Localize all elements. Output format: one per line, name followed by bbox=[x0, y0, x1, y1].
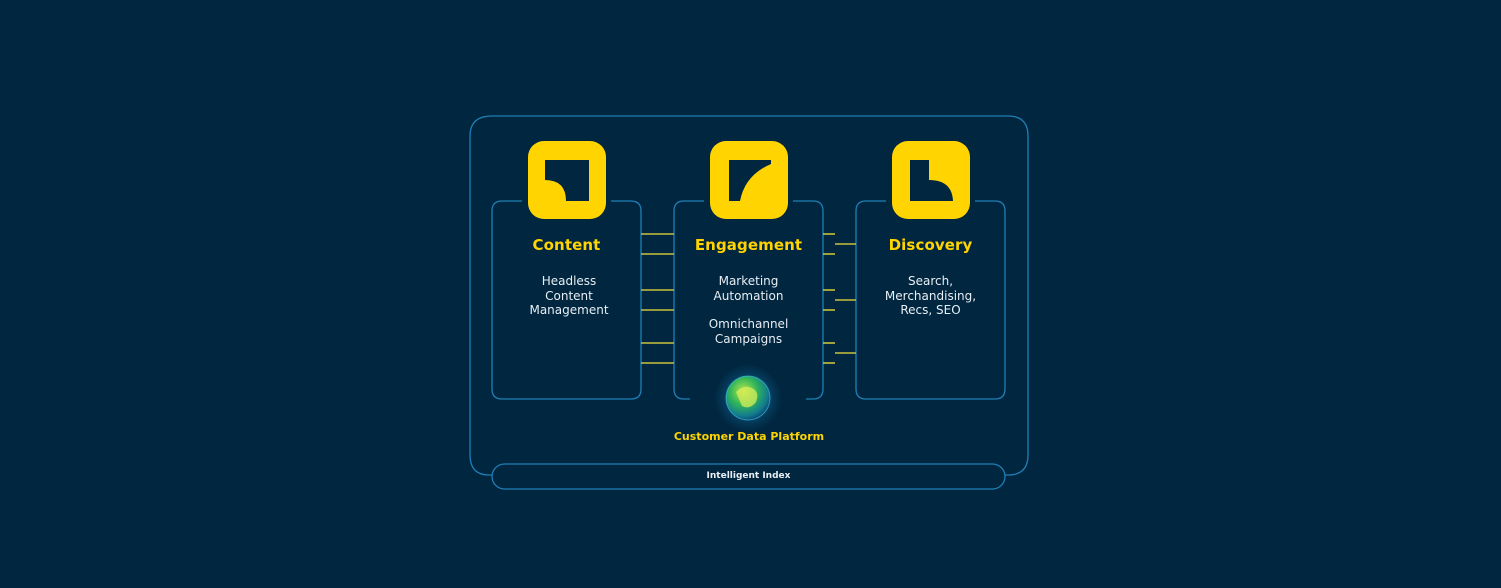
content-description-line: Management bbox=[529, 303, 609, 317]
discovery-description-line: Merchandising, bbox=[884, 288, 977, 303]
engagement-description-line: Omnichannel bbox=[708, 317, 789, 331]
engagement-description-line: Campaigns bbox=[714, 331, 783, 346]
content-description-line: Headless bbox=[541, 274, 597, 288]
content-logo-icon bbox=[528, 141, 606, 219]
engagement-description-2: Omnichannel Campaigns bbox=[674, 317, 823, 346]
engagement-title: Engagement bbox=[694, 236, 803, 254]
engagement-description-line: Marketing bbox=[718, 274, 779, 288]
intelligent-index-label: Intelligent Index bbox=[706, 471, 791, 481]
discovery-logo-icon bbox=[892, 141, 970, 219]
engagement-description: Marketing Automation bbox=[674, 274, 823, 303]
content-description-line: Content bbox=[545, 288, 593, 303]
connectors-right bbox=[823, 233, 856, 364]
content-box bbox=[491, 200, 642, 400]
intelligent-index-bar bbox=[491, 463, 1006, 490]
discovery-description-line: Search, bbox=[907, 274, 954, 288]
globe-icon bbox=[714, 364, 782, 432]
engagement-box bbox=[673, 200, 824, 400]
outer-container bbox=[469, 115, 1029, 476]
content-description: Headless Content Management bbox=[492, 274, 646, 318]
engagement-description-line: Automation bbox=[713, 288, 784, 303]
engagement-logo-icon bbox=[710, 141, 788, 219]
discovery-description: Search, Merchandising, Recs, SEO bbox=[856, 274, 1005, 318]
discovery-box bbox=[855, 200, 1006, 400]
content-title: Content bbox=[532, 236, 601, 254]
cdp-label: Customer Data Platform bbox=[673, 430, 825, 443]
connectors-left bbox=[641, 233, 674, 364]
discovery-title: Discovery bbox=[888, 236, 973, 254]
discovery-description-line: Recs, SEO bbox=[900, 303, 961, 317]
